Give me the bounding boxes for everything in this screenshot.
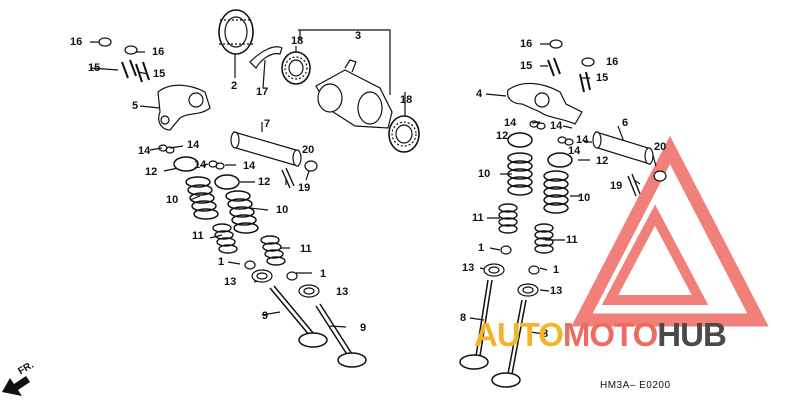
callout-6: 6 bbox=[622, 117, 629, 129]
callout-19: 19 bbox=[298, 182, 311, 194]
callout-3: 3 bbox=[355, 30, 362, 42]
callout-14: 14 bbox=[550, 120, 563, 132]
callout-16: 16 bbox=[70, 36, 83, 48]
callout-14: 14 bbox=[243, 160, 256, 172]
callout-13: 13 bbox=[336, 286, 349, 298]
front-direction-label: FR. bbox=[16, 359, 36, 378]
watermark-auto: AUTO bbox=[474, 316, 564, 353]
callout-8: 8 bbox=[460, 312, 467, 324]
callout-18: 18 bbox=[291, 35, 304, 47]
callout-10: 10 bbox=[578, 192, 591, 204]
callout-15: 15 bbox=[596, 72, 609, 84]
callout-14: 14 bbox=[576, 134, 589, 146]
callout-20: 20 bbox=[302, 144, 315, 156]
watermark-moto: MOTO bbox=[562, 316, 658, 353]
callout-16: 16 bbox=[152, 46, 165, 58]
left-cylinder-head-assembly bbox=[89, 9, 420, 368]
callout-12: 12 bbox=[145, 166, 158, 178]
callout-1: 1 bbox=[218, 256, 225, 268]
callout-11: 11 bbox=[192, 230, 204, 242]
callout-9: 9 bbox=[262, 310, 269, 322]
callout-10: 10 bbox=[166, 194, 179, 206]
callout-9: 9 bbox=[360, 322, 367, 334]
callout-16: 16 bbox=[606, 56, 619, 68]
front-direction-arrow-icon bbox=[2, 376, 30, 396]
callout-11: 11 bbox=[300, 243, 312, 255]
callout-10: 10 bbox=[478, 168, 491, 180]
callout-14: 14 bbox=[568, 145, 581, 157]
watermark-triangle-logo bbox=[571, 135, 769, 327]
callout-13: 13 bbox=[462, 262, 475, 274]
callout-13: 13 bbox=[550, 285, 563, 297]
callout-11: 11 bbox=[566, 234, 578, 246]
callout-14: 14 bbox=[504, 117, 517, 129]
callout-7: 7 bbox=[264, 118, 271, 130]
callout-1: 1 bbox=[478, 242, 485, 254]
callout-2: 2 bbox=[231, 80, 238, 92]
callout-17: 17 bbox=[256, 86, 269, 98]
callout-12: 12 bbox=[496, 130, 509, 142]
callout-19: 19 bbox=[610, 180, 623, 192]
callout-1: 1 bbox=[553, 264, 560, 276]
callout-13: 13 bbox=[224, 276, 237, 288]
watermark-hub: HUB bbox=[657, 316, 726, 353]
callout-14: 14 bbox=[138, 145, 151, 157]
callout-4: 4 bbox=[476, 88, 483, 100]
callout-18: 18 bbox=[400, 94, 413, 106]
callout-14: 14 bbox=[194, 159, 207, 171]
watermark-logo-text: AUTOMOTOHUB bbox=[474, 316, 727, 354]
callout-11: 11 bbox=[472, 212, 484, 224]
callout-20: 20 bbox=[654, 141, 667, 153]
callout-15: 15 bbox=[520, 60, 533, 72]
callout-15: 15 bbox=[153, 68, 166, 80]
callout-14: 14 bbox=[187, 139, 200, 151]
right-cylinder-head-assembly bbox=[459, 39, 667, 388]
callout-16: 16 bbox=[520, 38, 533, 50]
callout-15: 15 bbox=[88, 62, 101, 74]
callout-12: 12 bbox=[258, 176, 271, 188]
callout-8: 8 bbox=[542, 328, 549, 340]
callout-10: 10 bbox=[276, 204, 289, 216]
callout-5: 5 bbox=[132, 100, 139, 112]
callout-1: 1 bbox=[320, 268, 327, 280]
callout-12: 12 bbox=[596, 155, 609, 167]
diagram-code: HM3A– E0200 bbox=[600, 380, 671, 391]
